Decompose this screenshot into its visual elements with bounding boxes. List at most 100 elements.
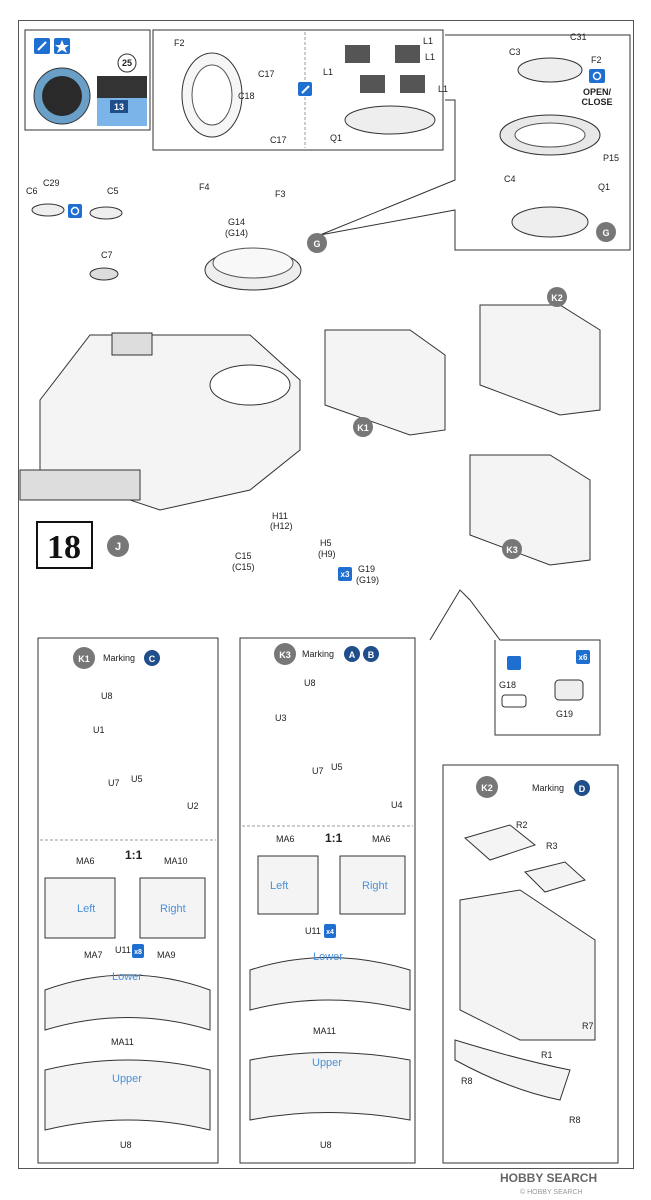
k1-upper-shape — [44, 1059, 211, 1131]
k3-left: Left — [270, 880, 288, 892]
scale-k1: 1:1 — [125, 848, 143, 862]
k2-marker — [547, 287, 567, 307]
k3-upper-shape — [249, 1052, 411, 1121]
k3-upper: Upper — [312, 1057, 342, 1069]
turret-ring-inner — [514, 122, 586, 148]
part-g14-alt: (G14) — [225, 228, 248, 238]
part-g19: G19 — [358, 564, 375, 574]
k3-left-face — [257, 855, 319, 915]
part-u5: U5 — [131, 774, 143, 784]
panel-k3-marking-label: Marking — [302, 649, 334, 659]
k1-upper: Upper — [112, 1073, 142, 1085]
part-f3: F3 — [275, 189, 286, 199]
part-c31: C31 — [570, 32, 587, 42]
part-r7-shape — [459, 889, 596, 1041]
part-h12: (H12) — [270, 521, 293, 531]
decal-ma7: MA7 — [84, 950, 103, 960]
k1-right-face — [139, 877, 206, 939]
part-r3-shape — [524, 861, 586, 893]
part-c17-a: C17 — [258, 69, 275, 79]
part-u7: U7 — [108, 778, 120, 788]
qty-g18: x6 — [579, 653, 588, 662]
k1-marker — [353, 417, 373, 437]
watermark: HOBBY SEARCH — [500, 1171, 597, 1185]
panel-k1-marker — [73, 647, 95, 669]
l1-block — [345, 45, 370, 63]
marking-letter-c: C — [149, 654, 156, 664]
k3-lower: Lower — [313, 951, 343, 963]
part-h11: H11 — [272, 511, 288, 521]
turret-ring-opening — [209, 364, 291, 406]
rotate-icon — [589, 69, 605, 83]
k1-left: Left — [77, 903, 95, 915]
marking-letter-a: A — [349, 650, 356, 660]
part-c6-shape — [31, 203, 65, 217]
g-marker — [596, 222, 616, 242]
qty-box — [338, 567, 352, 581]
cement-icon — [507, 656, 521, 670]
panel-k1-marking-label: Marking — [103, 653, 135, 663]
turret-hatch-inner — [191, 64, 233, 126]
step-number: 18 — [47, 529, 81, 566]
l1-block — [395, 45, 420, 63]
part-f2-a: F2 — [174, 38, 185, 48]
marking-letter-b: B — [368, 650, 375, 660]
part-q1-g: Q1 — [598, 182, 610, 192]
part-l1-c: L1 — [425, 52, 435, 62]
part-q1: Q1 — [330, 133, 342, 143]
open-close-line1: OPEN/ — [583, 87, 612, 97]
part-c18: C18 — [238, 91, 255, 101]
l1-block — [400, 75, 425, 93]
decal-ma6-k3-b: MA6 — [372, 834, 391, 844]
part-c15-alt: (C15) — [232, 562, 255, 572]
decal-u11: U11 — [115, 945, 131, 955]
part-l1-b: L1 — [423, 36, 433, 46]
panel-k2-marking-label: Marking — [532, 783, 564, 793]
panel-k3-title: K3 — [279, 650, 291, 660]
open-close-line2: CLOSE — [581, 97, 612, 107]
part-c15: C15 — [235, 551, 252, 561]
l1-block — [360, 75, 385, 93]
k1-lower-shape — [44, 974, 211, 1031]
decal-u11-k3: U11 — [305, 926, 321, 936]
panel-k1-title: K1 — [78, 654, 90, 664]
bin-k3 — [469, 454, 591, 566]
part-l1-a: L1 — [323, 67, 333, 77]
part-g18: G18 — [499, 680, 516, 690]
section-marker — [107, 535, 129, 557]
part-r7: R7 — [582, 1021, 594, 1031]
gun-barrel — [19, 469, 141, 501]
loader-hatch — [111, 332, 153, 356]
part-u1: U1 — [93, 725, 105, 735]
part-c3: C3 — [509, 47, 521, 57]
qty-u11-k3: x4 — [326, 929, 334, 936]
part-h5: H5 — [320, 538, 332, 548]
scale-k3: 1:1 — [325, 831, 343, 845]
part-c7: C7 — [101, 250, 113, 260]
part-g14: G14 — [228, 217, 245, 227]
cement-icon — [34, 38, 50, 54]
k2-label: K2 — [551, 293, 563, 303]
marking-letter-d: D — [579, 784, 586, 794]
qty-box — [324, 924, 336, 938]
part-u7-k3: U7 — [312, 766, 324, 776]
q1-assembly — [511, 206, 589, 238]
g-marker-main — [307, 233, 327, 253]
part-c6: C6 — [26, 186, 38, 196]
decal-u8: U8 — [120, 1140, 132, 1150]
rotate-icon — [68, 204, 82, 218]
decal-ma6: MA6 — [76, 856, 95, 866]
k1-left-face — [44, 877, 116, 939]
part-g19-alt: (G19) — [356, 575, 379, 585]
part-r1-shape — [454, 1039, 571, 1101]
part-c5: C5 — [107, 186, 119, 196]
part-g19-shape — [554, 679, 584, 701]
hatch-plate-center — [42, 76, 82, 116]
qty-u11-k1: x8 — [134, 949, 142, 956]
decal-ma6-k3-a: MA6 — [276, 834, 295, 844]
star-icon — [54, 38, 70, 54]
decal-ma10: MA10 — [164, 856, 188, 866]
panel-k2-title: K2 — [481, 783, 493, 793]
part-c4: C4 — [504, 174, 516, 184]
g18-callout — [429, 589, 601, 736]
